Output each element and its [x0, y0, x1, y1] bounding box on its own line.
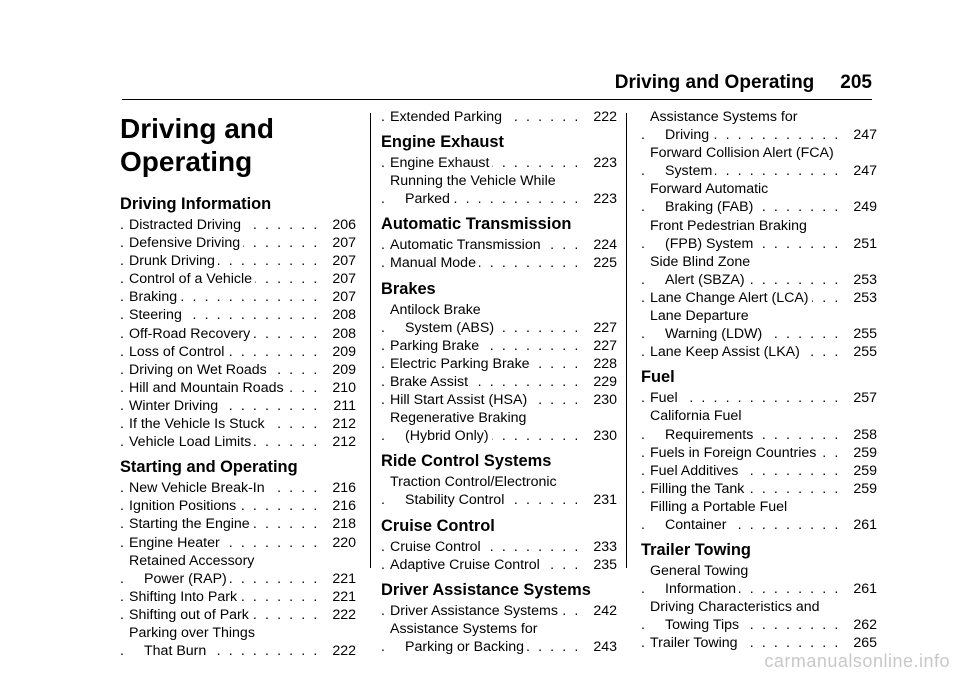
toc-entry[interactable]: . . . . . . . . . . . . . . . . . . . . … [120, 533, 356, 552]
toc-entry[interactable]: . . . . . . . . . . . . . . . . . . . . … [641, 515, 877, 535]
toc-entry-line[interactable]: Lane Departure [650, 308, 749, 325]
toc-entry[interactable]: . . . . . . . . . . . . . . . . . . . . … [641, 270, 877, 289]
column-divider-2 [626, 113, 627, 568]
toc-entry-line[interactable]: Driving Characteristics and [650, 599, 820, 616]
toc-entry[interactable]: . . . . . . . . . . . . . . . . . . . . … [381, 555, 617, 574]
column-divider-1 [370, 113, 371, 568]
toc-column-2: . . . . . . . . . . . . . . . . . . . . … [381, 108, 617, 656]
section-heading: Driving Information [120, 195, 272, 213]
toc-entry[interactable]: . . . . . . . . . . . . . . . . . . . . … [641, 234, 877, 253]
toc-entry[interactable]: . . . . . . . . . . . . . . . . . . . . … [641, 425, 877, 444]
toc-entry[interactable]: . . . . . . . . . . . . . . . . . . . . … [120, 569, 356, 588]
toc-entry-line[interactable]: Assistance Systems for [390, 620, 538, 637]
toc-entry-line[interactable]: Assistance Systems for [650, 109, 798, 125]
toc-entry[interactable]: . . . . . . . . . . . . . . . . . . . . … [120, 433, 356, 452]
toc-entry[interactable]: . . . . . . . . . . . . . . . . . . . . … [381, 236, 617, 255]
toc-entry[interactable]: . . . . . . . . . . . . . . . . . . . . … [120, 587, 356, 606]
toc-entry[interactable]: . . . . . . . . . . . . . . . . . . . . … [381, 190, 617, 209]
toc-entry[interactable]: . . . . . . . . . . . . . . . . . . . . … [120, 360, 356, 379]
toc-entry-line[interactable]: California Fuel [650, 408, 742, 425]
toc-entry[interactable]: . . . . . . . . . . . . . . . . . . . . … [641, 343, 877, 362]
section-heading: Engine Exhaust [381, 133, 504, 152]
header-rule [122, 99, 872, 100]
toc-entry[interactable]: . . . . . . . . . . . . . . . . . . . . … [120, 252, 356, 271]
toc-entry[interactable]: . . . . . . . . . . . . . . . . . . . . … [120, 306, 356, 325]
toc-entry[interactable]: . . . . . . . . . . . . . . . . . . . . … [641, 162, 877, 181]
toc-column-1: Driving and Operating Driving Informatio… [120, 108, 356, 661]
section-heading: Ride Control Systems [381, 452, 552, 471]
watermark: carmanualsonline.info [764, 651, 950, 671]
toc-column-3: Assistance Systems for . . . . . . . . .… [641, 108, 877, 653]
toc-entry[interactable]: . . . . . . . . . . . . . . . . . . . . … [120, 342, 356, 361]
section-heading: Fuel [641, 368, 675, 387]
toc-entry[interactable]: . . . . . . . . . . . . . . . . . . . . … [120, 324, 356, 343]
toc-entry-line[interactable]: Parking over Things [129, 624, 255, 641]
toc-entry[interactable]: . . . . . . . . . . . . . . . . . . . . … [381, 637, 617, 656]
toc-entry[interactable]: . . . . . . . . . . . . . . . . . . . . … [120, 642, 356, 661]
section-heading: Starting and Operating [120, 458, 298, 477]
toc-entry[interactable]: . . . . . . . . . . . . . . . . . . . . … [120, 216, 356, 235]
toc-entry[interactable]: . . . . . . . . . . . . . . . . . . . . … [381, 318, 617, 337]
page-number: 205 [840, 72, 872, 93]
toc-entry[interactable]: . . . . . . . . . . . . . . . . . . . . … [641, 616, 877, 635]
toc-entry[interactable]: . . . . . . . . . . . . . . . . . . . . … [381, 336, 617, 355]
running-header: Driving and Operating 205 [615, 72, 872, 94]
toc-entry[interactable]: . . . . . . . . . . . . . . . . . . . . … [641, 443, 877, 462]
toc-entry[interactable]: . . . . . . . . . . . . . . . . . . . . … [120, 288, 356, 307]
toc-entry[interactable]: . . . . . . . . . . . . . . . . . . . . … [381, 601, 617, 620]
chapter-title: Driving and Operating [120, 113, 275, 177]
header-title: Driving and Operating [614, 72, 815, 93]
toc-entry[interactable]: . . . . . . . . . . . . . . . . . . . . … [120, 515, 356, 534]
toc-entry[interactable]: . . . . . . . . . . . . . . . . . . . . … [641, 325, 877, 344]
toc-entry[interactable]: . . . . . . . . . . . . . . . . . . . . … [381, 108, 617, 127]
toc-entry[interactable]: . . . . . . . . . . . . . . . . . . . . … [381, 537, 617, 556]
toc-entry[interactable]: . . . . . . . . . . . . . . . . . . . . … [641, 479, 877, 498]
toc-entry[interactable]: . . . . . . . . . . . . . . . . . . . . … [641, 389, 877, 408]
toc-entry-line[interactable]: Side Blind Zone [650, 253, 751, 270]
toc-entry[interactable]: . . . . . . . . . . . . . . . . . . . . … [641, 461, 877, 480]
toc-entry-line[interactable]: Retained Accessory [129, 552, 255, 569]
toc-entry[interactable]: . . . . . . . . . . . . . . . . . . . . … [120, 605, 356, 624]
toc-entry[interactable]: . . . . . . . . . . . . . . . . . . . . … [120, 378, 356, 397]
toc-entry[interactable]: . . . . . . . . . . . . . . . . . . . . … [381, 354, 617, 373]
toc-entry[interactable]: . . . . . . . . . . . . . . . . . . . . … [641, 634, 877, 653]
section-heading: Automatic Transmission [381, 215, 572, 234]
toc-entry[interactable]: . . . . . . . . . . . . . . . . . . . . … [381, 391, 617, 410]
toc-entry-line[interactable]: Front Pedestrian Braking [650, 217, 807, 234]
section-heading: Brakes [381, 279, 436, 298]
section-heading: Trailer Towing [641, 541, 751, 560]
toc-entry-line[interactable]: Antilock Brake [390, 301, 481, 318]
toc-entry-line[interactable]: Forward Collision Alert (FCA) [650, 145, 834, 162]
toc-entry[interactable]: . . . . . . . . . . . . . . . . . . . . … [120, 396, 356, 416]
toc-entry[interactable]: . . . . . . . . . . . . . . . . . . . . … [120, 497, 356, 516]
toc-entry[interactable]: . . . . . . . . . . . . . . . . . . . . … [381, 254, 617, 273]
toc-entry-line[interactable]: Regenerative Braking [390, 410, 527, 427]
toc-entry-line[interactable]: Running the Vehicle While [390, 173, 556, 190]
toc-entry[interactable]: . . . . . . . . . . . . . . . . . . . . … [381, 154, 617, 173]
toc-entry-line[interactable]: General Towing [650, 563, 749, 580]
toc-entry[interactable]: . . . . . . . . . . . . . . . . . . . . … [120, 270, 356, 289]
section-heading: Driver Assistance Systems [381, 580, 591, 599]
toc-entry[interactable]: . . . . . . . . . . . . . . . . . . . . … [641, 580, 877, 599]
toc-entry-line[interactable]: Filling a Portable Fuel [650, 498, 788, 515]
toc-entry[interactable]: . . . . . . . . . . . . . . . . . . . . … [120, 234, 356, 253]
toc-entry[interactable]: . . . . . . . . . . . . . . . . . . . . … [641, 198, 877, 217]
toc-entry[interactable]: . . . . . . . . . . . . . . . . . . . . … [381, 491, 617, 510]
toc-entry-line[interactable]: Forward Automatic [650, 181, 769, 198]
toc-entry-line[interactable]: Traction Control/Electronic [390, 474, 557, 491]
toc-entry[interactable]: . . . . . . . . . . . . . . . . . . . . … [120, 415, 356, 434]
toc-entry[interactable]: . . . . . . . . . . . . . . . . . . . . … [641, 126, 877, 145]
toc-entry[interactable]: . . . . . . . . . . . . . . . . . . . . … [120, 479, 356, 498]
toc-entry[interactable]: . . . . . . . . . . . . . . . . . . . . … [641, 288, 877, 308]
toc-entry[interactable]: . . . . . . . . . . . . . . . . . . . . … [381, 372, 617, 392]
section-heading: Cruise Control [381, 516, 495, 535]
toc-entry[interactable]: . . . . . . . . . . . . . . . . . . . . … [381, 427, 617, 446]
